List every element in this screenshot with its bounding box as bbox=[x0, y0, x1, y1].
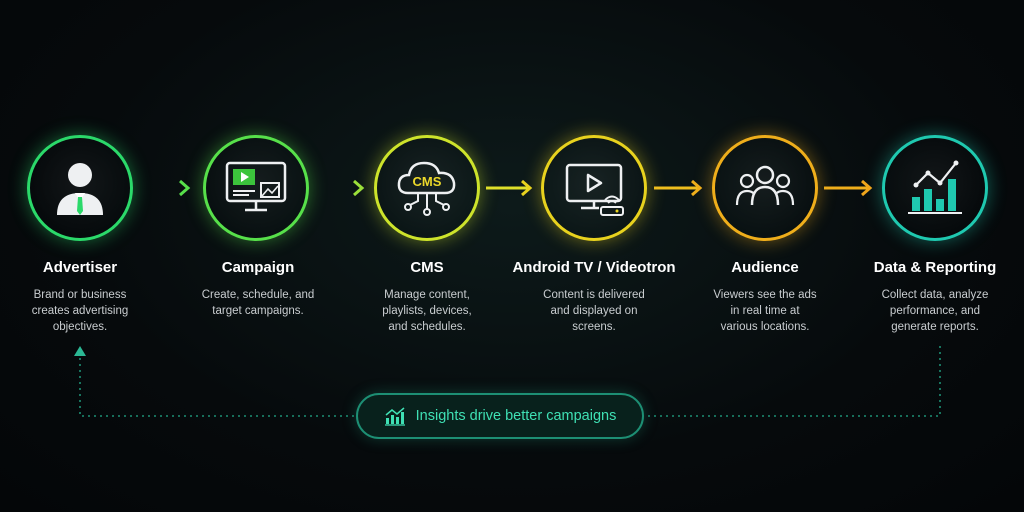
cms-cloud-icon: CMS bbox=[397, 161, 456, 216]
step-desc-android-tv: Content is delivered and displayed on sc… bbox=[543, 289, 645, 333]
arrow-advertiser-to-campaign bbox=[142, 179, 191, 197]
tv-play-icon bbox=[565, 163, 624, 216]
reporting-chart-icon bbox=[908, 160, 962, 214]
android-tv-node bbox=[541, 135, 647, 241]
campaign-monitor-icon bbox=[225, 161, 287, 212]
advertiser-person-icon bbox=[57, 163, 103, 215]
step-title-advertiser: Advertiser bbox=[42, 259, 118, 276]
step-title-audience: Audience bbox=[731, 259, 799, 276]
feedback-label: Insights drive better campaigns bbox=[415, 408, 617, 424]
arrow-audience-to-reporting bbox=[824, 179, 873, 197]
cms-label: CMS bbox=[413, 174, 442, 189]
step-title-campaign: Campaign bbox=[221, 259, 295, 276]
audience-node bbox=[712, 135, 818, 241]
audience-group-icon bbox=[735, 165, 795, 206]
arrow-cms-to-tv bbox=[486, 179, 533, 197]
data-reporting-node bbox=[882, 135, 988, 241]
feedback-pill: Insights drive better campaigns bbox=[356, 393, 644, 439]
step-desc-data-reporting: Collect data, analyze performance, and g… bbox=[881, 289, 989, 333]
step-title-data-reporting: Data & Reporting bbox=[873, 259, 997, 276]
step-desc-campaign: Create, schedule, and target campaigns. bbox=[201, 289, 315, 317]
step-title-cms: CMS bbox=[410, 259, 444, 276]
insights-chart-icon bbox=[384, 407, 405, 426]
step-title-android-tv: Android TV / Videotron bbox=[512, 259, 676, 276]
arrow-campaign-to-cms bbox=[316, 179, 365, 197]
step-desc-audience: Viewers see the ads in real time at vari… bbox=[713, 289, 817, 333]
advertiser-node bbox=[27, 135, 133, 241]
cms-node: CMS bbox=[374, 135, 480, 241]
campaign-node bbox=[203, 135, 309, 241]
step-desc-advertiser: Brand or business creates advertising ob… bbox=[31, 289, 129, 333]
arrow-tv-to-audience bbox=[654, 179, 703, 197]
step-desc-cms: Manage content, playlists, devices, and … bbox=[382, 289, 472, 333]
